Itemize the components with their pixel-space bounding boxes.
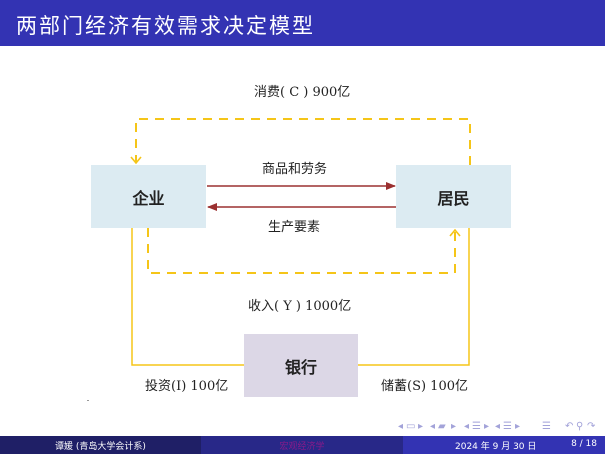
subsection-icon[interactable]: ☰ — [472, 421, 481, 432]
investment-label: 投资(I) 100亿 — [145, 379, 229, 394]
footer-date: 2024 年 9 月 30 日 — [455, 442, 537, 452]
bank-label: 银行 — [284, 357, 317, 377]
next-section-icon[interactable]: ▸ — [515, 421, 521, 432]
stray-dot — [87, 400, 89, 401]
income-label: 收入( Y ) 1000亿 — [248, 299, 352, 314]
search-icon[interactable]: ⚲ — [576, 421, 584, 432]
household-node: 居民 — [396, 165, 511, 228]
title-bar: 两部门经济有效需求决定模型 — [0, 0, 605, 46]
frame-icon[interactable]: ▰ — [438, 421, 446, 432]
footer-bar: 谭媛 (青岛大学会计系) 宏观经济学 2024 年 9 月 30 日 8 / 1… — [0, 436, 605, 454]
next-subsection-icon[interactable]: ▸ — [484, 421, 490, 432]
footer-author: 谭媛 (青岛大学会计系) — [55, 441, 146, 452]
next-frame-icon[interactable]: ▸ — [451, 421, 457, 432]
back-icon[interactable]: ↶ — [565, 421, 574, 432]
factors-label: 生产要素 — [268, 220, 321, 235]
footer-course: 宏观经济学 — [279, 441, 325, 452]
income-arrowhead — [449, 228, 461, 237]
prev-section-icon[interactable]: ◂ — [495, 421, 501, 432]
household-label: 居民 — [437, 188, 470, 208]
footer-course-section: 宏观经济学 — [201, 436, 403, 454]
footer-page-number: 8 / 18 — [571, 439, 597, 449]
slide-title: 两部门经济有效需求决定模型 — [16, 14, 315, 38]
saving-flow-line — [358, 228, 470, 366]
investment-flow-line — [131, 228, 244, 366]
consumption-arrowhead — [130, 156, 142, 165]
prev-slide-icon[interactable]: ◂ — [398, 421, 404, 432]
toc-icon[interactable]: ☰ — [542, 421, 551, 432]
prev-frame-icon[interactable]: ◂ — [430, 421, 436, 432]
section-icon[interactable]: ☰ — [503, 421, 512, 432]
firm-label: 企业 — [132, 188, 165, 208]
firm-node: 企业 — [91, 165, 206, 228]
consumption-flow-line — [135, 118, 471, 165]
consumption-label: 消费( C ) 900亿 — [254, 85, 351, 100]
saving-label: 储蓄(S) 100亿 — [381, 379, 468, 394]
footer-author-section: 谭媛 (青岛大学会计系) — [0, 436, 201, 454]
beamer-navigation-bar: ◂ ▭ ▸ ◂ ▰ ▸ ◂ ☰ ▸ ◂ ☰ ▸ ☰ ↶ ⚲ ↷ — [390, 421, 605, 435]
next-slide-icon[interactable]: ▸ — [418, 421, 424, 432]
footer-date-section: 2024 年 9 月 30 日 8 / 18 — [403, 436, 605, 454]
goods-services-label: 商品和劳务 — [262, 162, 328, 177]
slide-icon[interactable]: ▭ — [406, 421, 416, 432]
bank-node: 银行 — [244, 334, 358, 397]
prev-subsection-icon[interactable]: ◂ — [464, 421, 470, 432]
forward-icon[interactable]: ↷ — [587, 421, 596, 432]
income-flow-line — [147, 228, 456, 274]
